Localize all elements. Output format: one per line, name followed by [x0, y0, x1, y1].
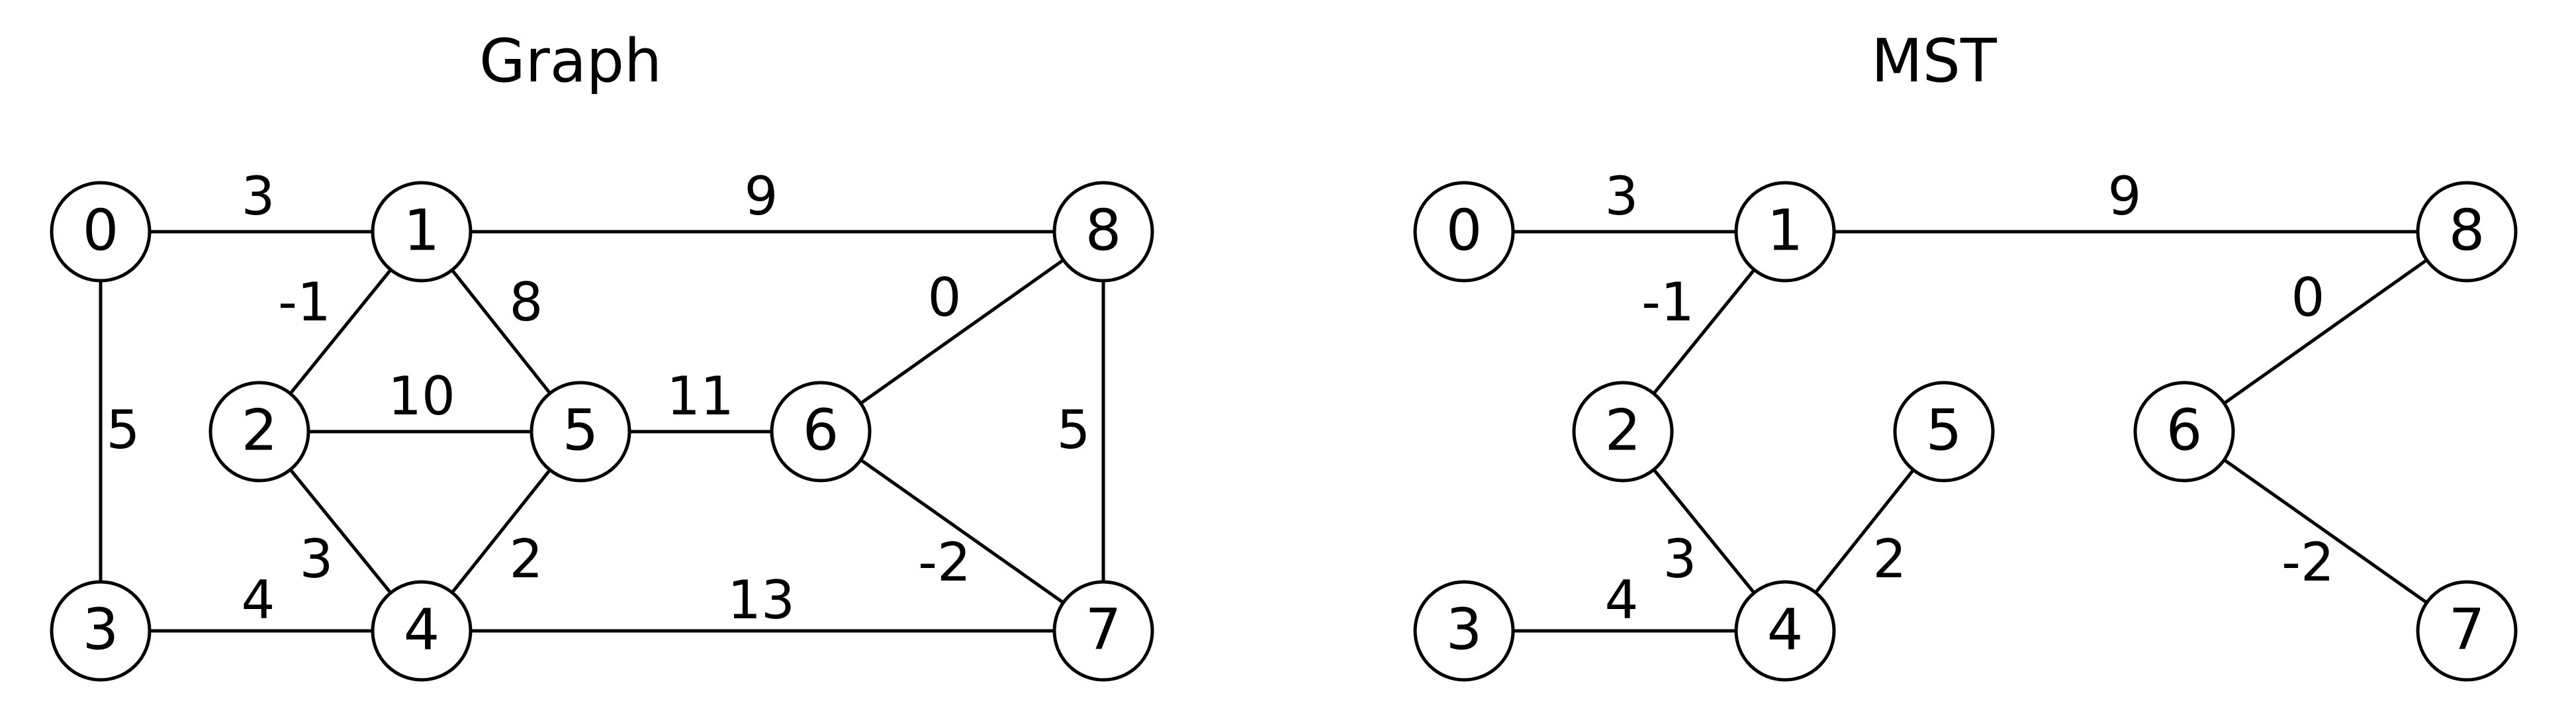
- mst-node-7: 7: [2416, 580, 2518, 682]
- graph-edge-6-7: [819, 430, 1105, 633]
- graph-edge-weight-2-4: 3: [300, 528, 334, 590]
- graph-node-circle-2: [208, 381, 310, 483]
- mst-node-5: 5: [1893, 381, 1995, 483]
- graph-edge-weight-2-5: 10: [388, 365, 455, 427]
- graph-edge-weight-4-7: 13: [727, 569, 795, 631]
- graph-node-circle-5: [529, 381, 631, 483]
- mst-node-label-2: 2: [1605, 397, 1641, 463]
- mst-title: MST: [1871, 26, 1998, 96]
- mst-node-label-8: 8: [2449, 197, 2485, 263]
- mst-edge-weight-8-6: 0: [2291, 267, 2325, 328]
- graph-node-4: 4: [371, 580, 473, 682]
- mst-edge-weight-5-4: 2: [1873, 528, 1907, 590]
- mst-node-4: 4: [1734, 580, 1836, 682]
- graph-edge-weight-5-4: 2: [510, 528, 543, 590]
- mst-edge-weight-1-8: 9: [2108, 165, 2142, 227]
- graph-node-6: 6: [770, 381, 872, 483]
- graph-node-label-3: 3: [83, 596, 119, 663]
- mst-edge-6-7: [2183, 430, 2468, 633]
- graph-edge-6-8: [819, 230, 1105, 434]
- graph-edge-weight-0-1: 3: [242, 165, 275, 227]
- mst-edge-weight-1-2: -1: [1641, 271, 1694, 333]
- mst-edge-weight-3-4: 4: [1605, 569, 1639, 631]
- mst-edge-weight-2-4: 3: [1663, 528, 1697, 590]
- mst-node-circle-1: [1734, 181, 1836, 283]
- mst-node-circle-3: [1413, 580, 1515, 682]
- mst-node-circle-2: [1572, 381, 1674, 483]
- graph-edge-weight-1-5: 8: [510, 271, 543, 333]
- graph-node-label-2: 2: [242, 397, 278, 463]
- graph-node-circle-0: [50, 181, 152, 283]
- graph-node-label-1: 1: [404, 197, 440, 263]
- mst-node-2: 2: [1572, 381, 1674, 483]
- graph-node-circle-1: [371, 181, 473, 283]
- mst-node-circle-6: [2133, 381, 2235, 483]
- mst-node-label-6: 6: [2166, 397, 2203, 463]
- mst-node-label-4: 4: [1767, 596, 1804, 663]
- graph-node-circle-6: [770, 381, 872, 483]
- mst-node-circle-5: [1893, 381, 1995, 483]
- graph-edge-weight-6-7: -2: [918, 532, 971, 593]
- graph-node-circle-3: [50, 580, 152, 682]
- graph-node-label-8: 8: [1085, 197, 1122, 263]
- graph-edge-weight-0-3: 5: [107, 399, 140, 461]
- mst-node-8: 8: [2416, 181, 2518, 283]
- mst-node-circle-8: [2416, 181, 2518, 283]
- mst-node-circle-4: [1734, 580, 1836, 682]
- graph-edge-weight-5-6: 11: [667, 365, 734, 427]
- graph-node-7: 7: [1052, 580, 1154, 682]
- mst-node-label-0: 0: [1446, 197, 1483, 263]
- graph-node-label-6: 6: [803, 397, 839, 463]
- mst-node-label-5: 5: [1926, 397, 1962, 463]
- graph-edge-weight-1-2: -1: [278, 271, 331, 333]
- graph-node-circle-8: [1052, 181, 1154, 283]
- mst-node-circle-7: [2416, 580, 2518, 682]
- mst-node-circle-0: [1413, 181, 1515, 283]
- graph-edge-weight-1-8: 9: [745, 165, 778, 227]
- mst-node-6: 6: [2133, 381, 2235, 483]
- mst-node-1: 1: [1734, 181, 1836, 283]
- mst-edge-weights: 3 9 -1 0 3 2 4 -2: [1605, 165, 2334, 631]
- graph-node-label-5: 5: [563, 397, 599, 463]
- graph-node-label-0: 0: [83, 197, 119, 263]
- graph-node-circle-7: [1052, 580, 1154, 682]
- graph-edge-weights: 3 9 5 -1 8 10 11 0 5 3 2 4 13 -2: [107, 165, 1091, 631]
- mst-node-3: 3: [1413, 580, 1515, 682]
- graph-node-label-7: 7: [1085, 596, 1122, 663]
- mst-node-label-3: 3: [1446, 596, 1483, 663]
- graph-edge-weight-3-4: 4: [242, 569, 275, 631]
- graph-node-label-4: 4: [404, 596, 440, 663]
- graph-node-8: 8: [1052, 181, 1154, 283]
- graph-node-2: 2: [208, 381, 310, 483]
- mst-node-0: 0: [1413, 181, 1515, 283]
- mst-edge-weight-0-1: 3: [1605, 165, 1639, 227]
- graph-edge-weight-6-8: 0: [928, 267, 962, 328]
- graph-edge-weight-8-7: 5: [1057, 399, 1091, 461]
- graph-title: Graph: [479, 26, 662, 96]
- mst-edge-weight-6-7: -2: [2281, 532, 2334, 593]
- graph-node-circle-4: [371, 580, 473, 682]
- mst-node-label-1: 1: [1767, 197, 1804, 263]
- graph-node-3: 3: [50, 580, 152, 682]
- mst-node-label-7: 7: [2449, 596, 2485, 663]
- graph-node-1: 1: [371, 181, 473, 283]
- graph-node-5: 5: [529, 381, 631, 483]
- graph-node-0: 0: [50, 181, 152, 283]
- mst-edge-8-6: [2183, 230, 2468, 434]
